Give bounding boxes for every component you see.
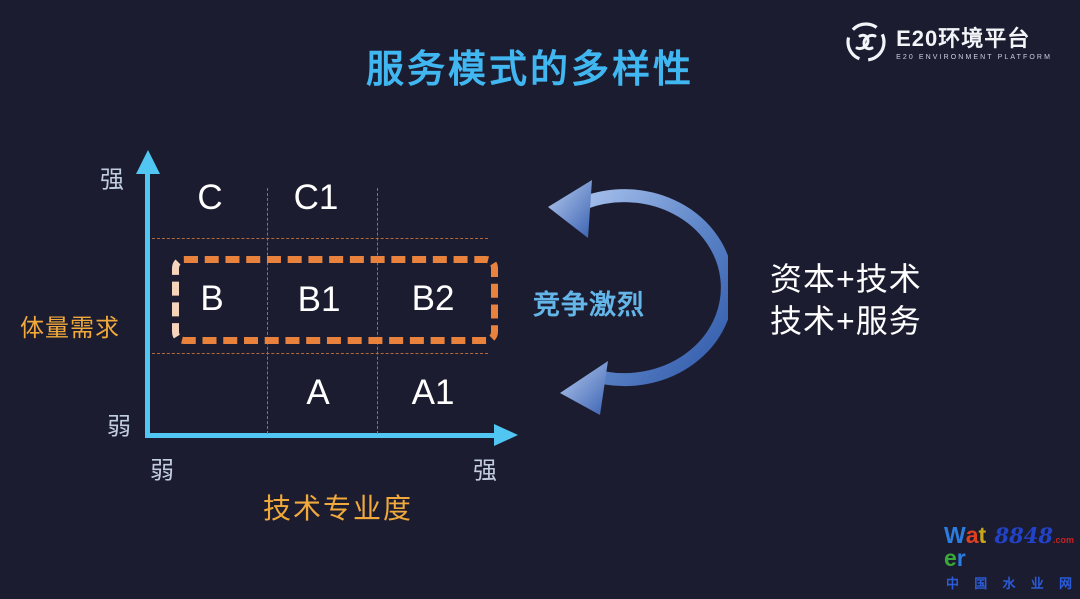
- water8848-chinese-char: 国: [974, 576, 988, 591]
- grid-line-horizontal-1: [152, 238, 488, 239]
- e20-swirl-icon: [844, 20, 888, 69]
- y-axis-line: [145, 170, 150, 438]
- grid-line-vertical-2: [377, 188, 378, 434]
- grid-line-horizontal-2: [152, 353, 488, 354]
- cell-label-C: C: [197, 178, 223, 217]
- right-annotation-line-1: 资本+技术: [770, 261, 922, 297]
- water8848-word: Water: [944, 522, 987, 571]
- water8848-chinese-char: 中: [946, 576, 960, 591]
- e20-logo-subtitle: E20 ENVIRONMENT PLATFORM: [896, 54, 1052, 61]
- x-axis-line: [145, 433, 497, 438]
- e20-logo-name: E20环境平台: [896, 26, 1031, 51]
- y-axis-min-label: 弱: [107, 413, 131, 441]
- water8848-chinese-char: 业: [1030, 576, 1044, 591]
- y-axis-max-label: 强: [100, 166, 124, 194]
- e20-logo-text: E20环境平台 E20 ENVIRONMENT PLATFORM: [896, 26, 1052, 62]
- right-annotation-text: 资本+技术 技术+服务: [770, 258, 922, 342]
- cell-label-B: B: [200, 279, 224, 318]
- cell-label-B1: B1: [297, 280, 341, 319]
- page-title: 服务模式的多样性: [365, 49, 694, 91]
- y-axis-arrowhead-icon: [136, 150, 160, 174]
- cell-label-B2: B2: [411, 279, 455, 318]
- grid-line-vertical-1: [267, 188, 268, 434]
- e20-logo: E20环境平台 E20 ENVIRONMENT PLATFORM: [844, 20, 1052, 69]
- competition-label: 竞争激烈: [533, 290, 645, 320]
- water8848-wordmark: Water 8848.com: [944, 524, 1074, 570]
- water8848-logo: Water 8848.com 中国水业网: [944, 524, 1074, 592]
- right-annotation-line-2: 技术+服务: [770, 303, 922, 339]
- water8848-chinese-char: 水: [1002, 576, 1016, 591]
- x-axis-max-label: 强: [473, 457, 497, 485]
- water8848-number: 8848: [994, 523, 1053, 548]
- cell-label-A1: A1: [411, 373, 455, 412]
- cell-label-A: A: [306, 373, 330, 412]
- x-axis-min-label: 弱: [150, 457, 174, 485]
- cycle-arrow-icon: [528, 150, 734, 435]
- cell-label-C1: C1: [293, 178, 339, 217]
- water8848-chinese-char: 网: [1058, 576, 1072, 591]
- highlight-dashed-box: [172, 256, 498, 344]
- water8848-tld: .com: [1052, 535, 1074, 545]
- y-axis-title: 体量需求: [20, 315, 120, 342]
- x-axis-title: 技术专业度: [263, 493, 414, 524]
- x-axis-arrowhead-icon: [494, 424, 518, 446]
- water8848-chinese-name: 中国水业网: [944, 573, 1074, 592]
